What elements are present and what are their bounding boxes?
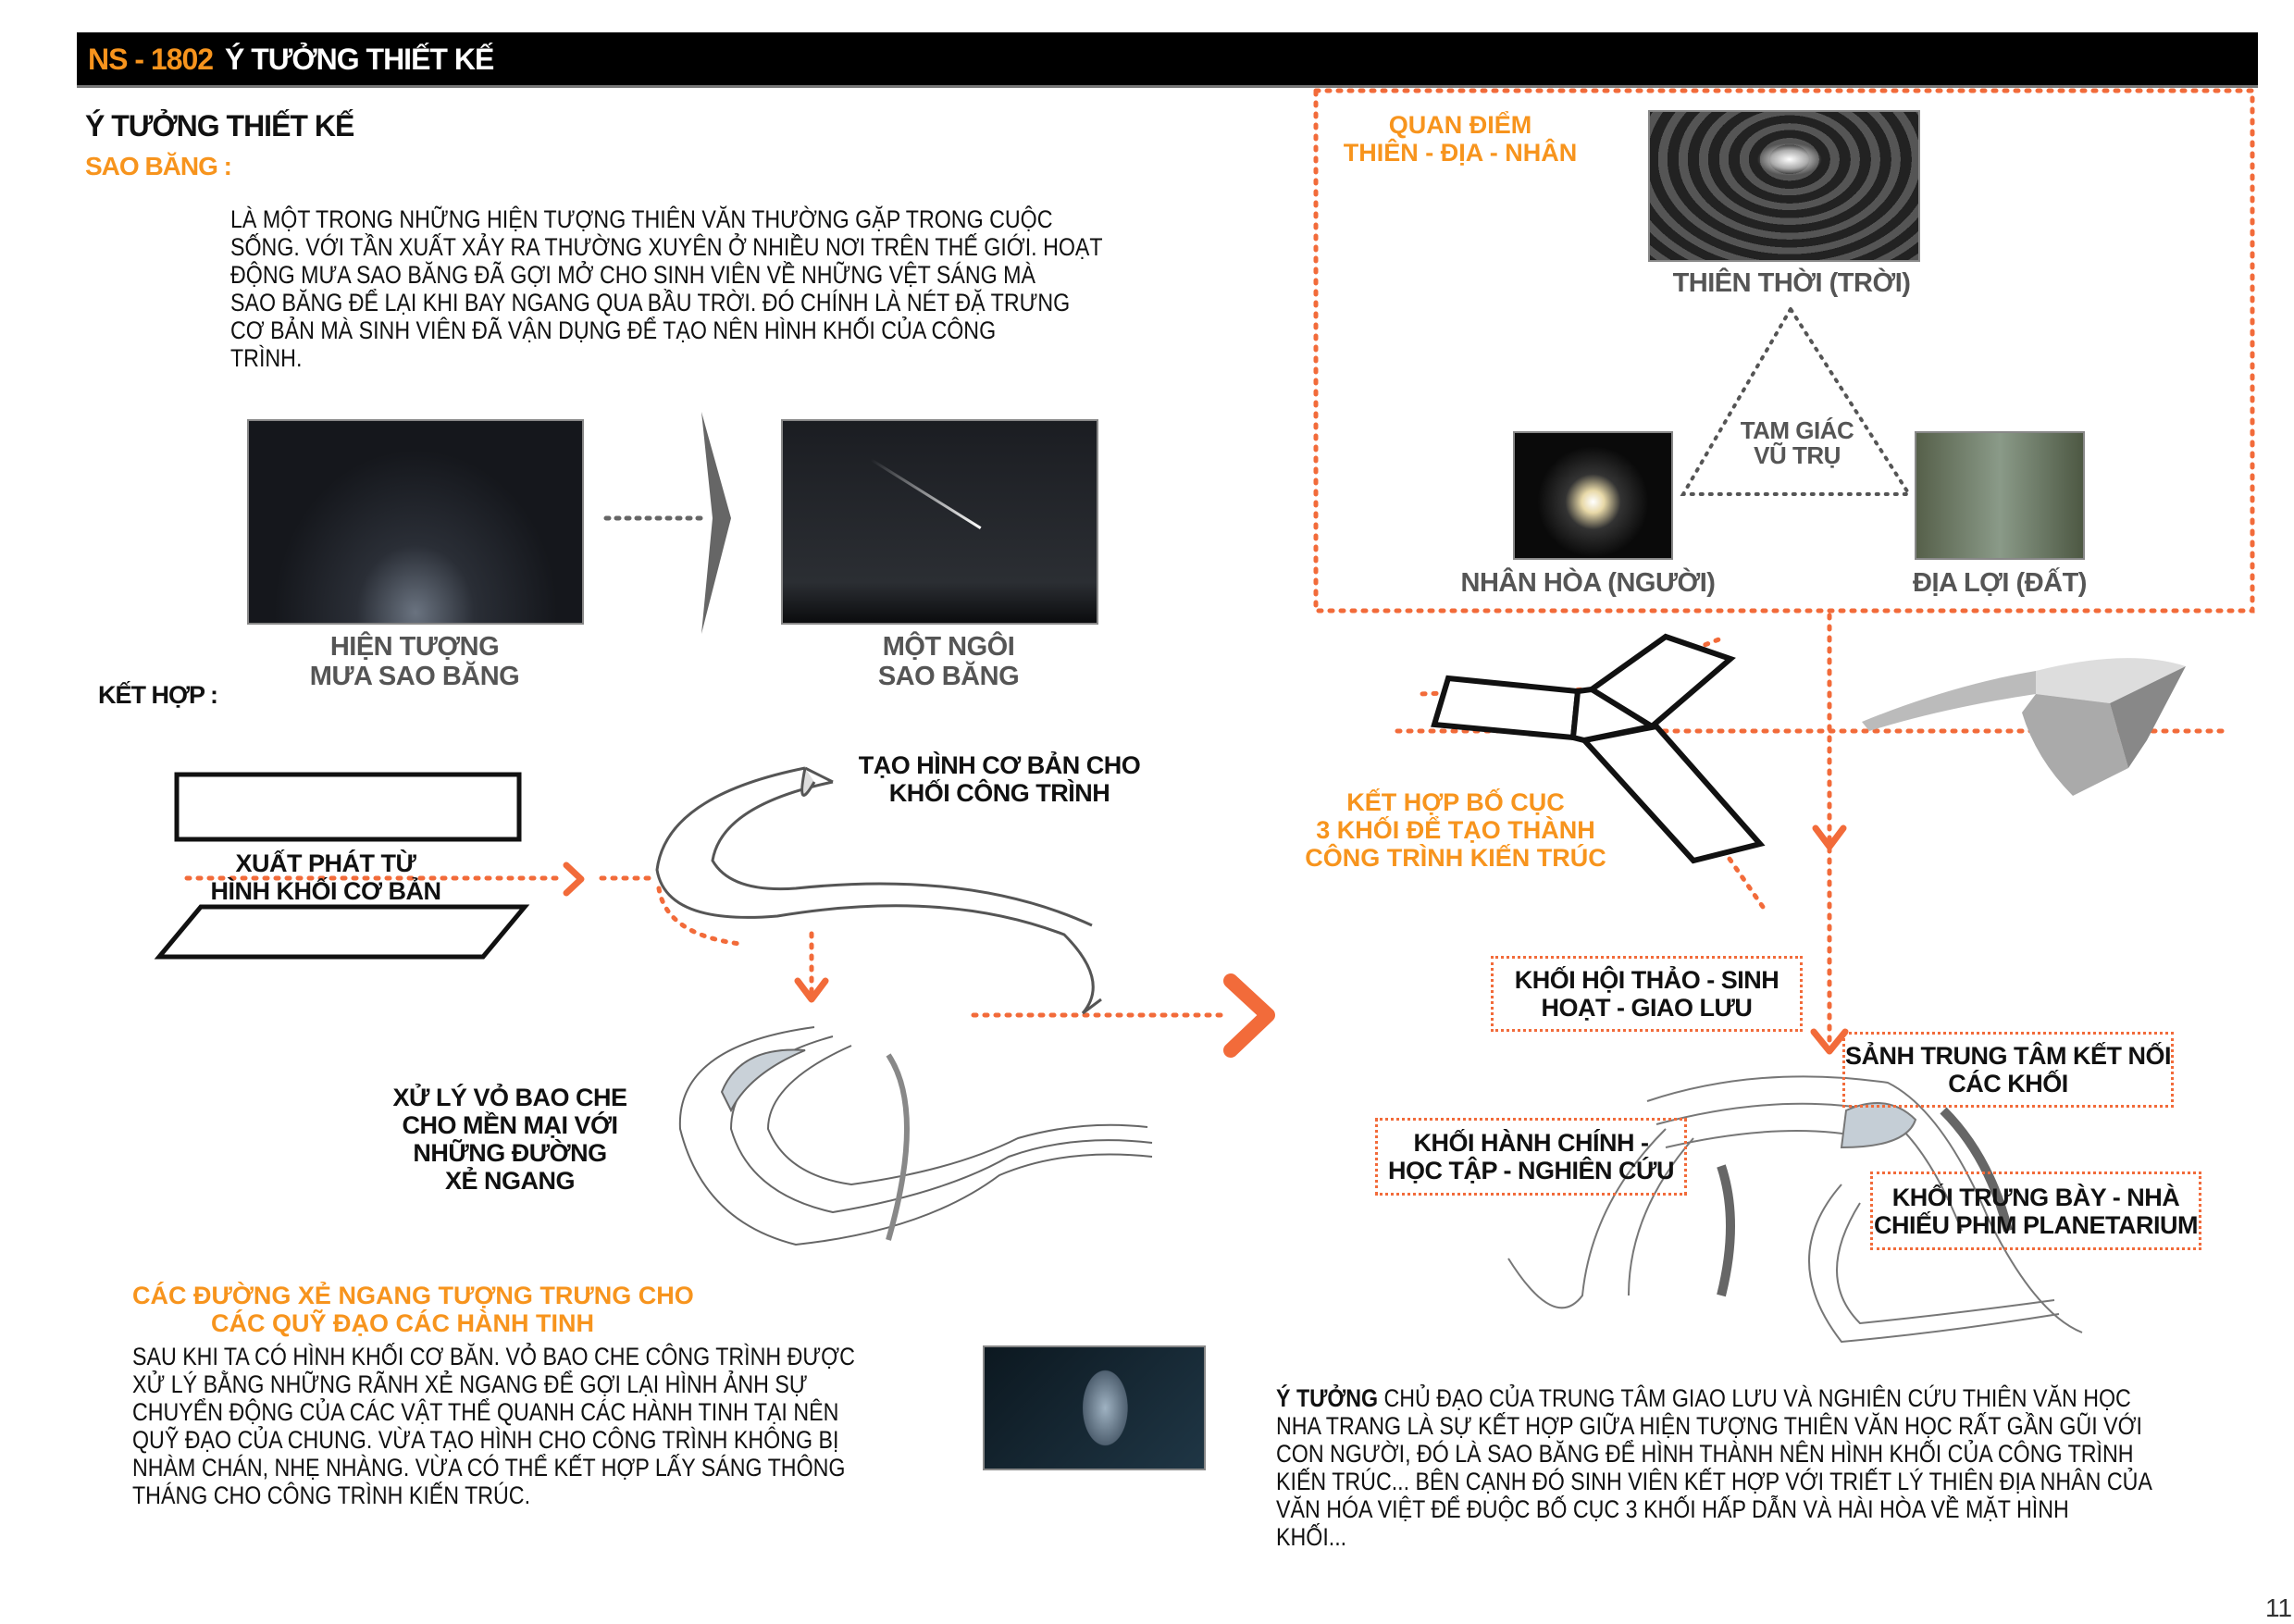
combine-label: KẾT HỢP : bbox=[98, 681, 218, 709]
shell-swoosh-sketch bbox=[678, 1026, 1153, 1246]
big-right-arrow-icon bbox=[1223, 973, 1275, 1058]
page-number: 11 bbox=[2265, 1593, 2293, 1622]
heaven-caption: THIÊN THỜI (TRỜI) bbox=[1672, 268, 1911, 298]
basic-rectangle bbox=[174, 772, 522, 842]
header-title: Ý TƯỞNG THIẾT KẾ bbox=[225, 43, 494, 76]
earth-photo bbox=[1915, 431, 2085, 560]
human-photo bbox=[1513, 431, 1673, 560]
down-arrow-icon bbox=[1812, 824, 1847, 850]
orbit-paragraph: SAU KHI TA CÓ HÌNH KHỐI CƠ BĂN. VỎ BAO C… bbox=[132, 1343, 855, 1509]
arrow-chevron-icon bbox=[603, 412, 731, 634]
galaxy-photo bbox=[1648, 110, 1920, 262]
human-caption: NHÂN HÒA (NGƯỜI) bbox=[1460, 568, 1716, 598]
down-arrow-icon bbox=[794, 977, 829, 1003]
section-title: Ý TƯỞNG THIẾT KẾ bbox=[85, 109, 354, 143]
down-arrow-icon bbox=[1810, 1028, 1849, 1055]
basic-parallelogram bbox=[154, 904, 530, 960]
orange-arrow-icon bbox=[563, 862, 585, 897]
meteor-shower-photo bbox=[247, 419, 584, 625]
intro-paragraph: LÀ MỘT TRONG NHỮNG HIỆN TƯỢNG THIÊN VĂN … bbox=[230, 205, 1103, 372]
project-code: NS - 1802 bbox=[88, 43, 214, 76]
planet-photo bbox=[983, 1345, 1206, 1470]
earth-caption: ĐỊA LỢI (ĐẤT) bbox=[1913, 568, 2087, 598]
header-bar: NS - 1802 Ý TƯỞNG THIẾT KẾ bbox=[77, 32, 2258, 88]
section-subtitle: SAO BĂNG : bbox=[85, 152, 232, 180]
block-admin-label: KHỐI HÀNH CHÍNH -HỌC TẬP - NGHIÊN CỨU bbox=[1375, 1118, 1687, 1196]
single-meteor-photo bbox=[781, 419, 1098, 625]
summary-paragraph: Ý TƯỞNG CHỦ ĐẠO CỦA TRUNG TÂM GIAO LƯU V… bbox=[1276, 1384, 2152, 1551]
massing-render bbox=[1862, 658, 2186, 796]
summary-lead: Ý TƯỞNG bbox=[1276, 1384, 1379, 1412]
